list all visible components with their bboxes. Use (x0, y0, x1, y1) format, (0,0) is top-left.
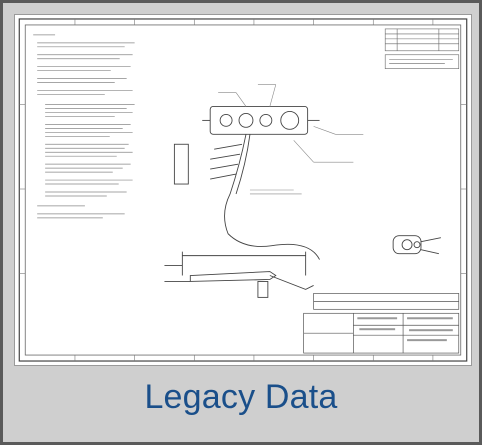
engineering-drawing-thumbnail (14, 14, 472, 366)
tile-caption[interactable]: Legacy Data (144, 378, 338, 416)
